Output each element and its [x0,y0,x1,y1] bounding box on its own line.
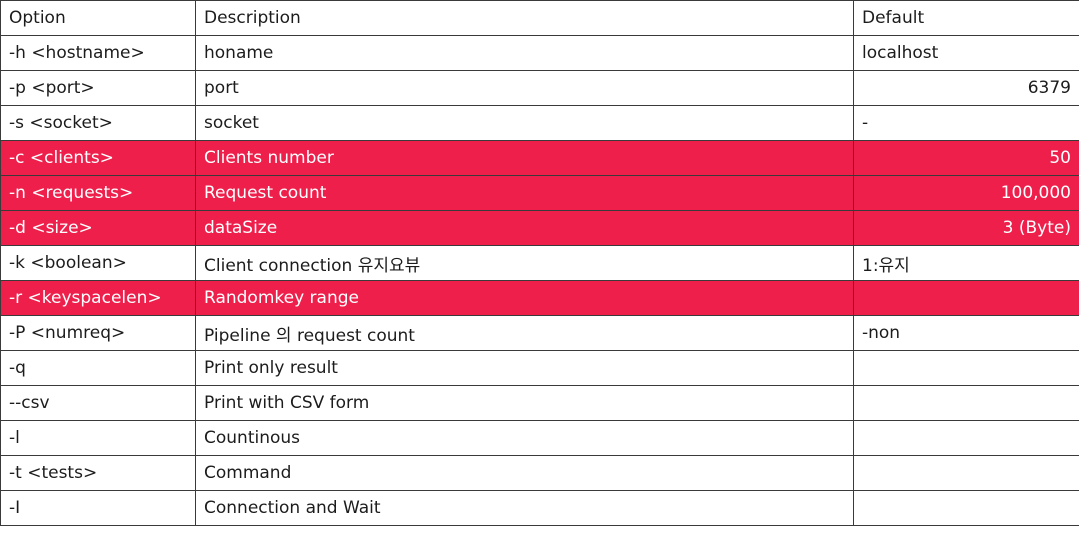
default-cell [853,280,1079,316]
header-description: Description [195,0,854,36]
default-cell: 1:유지 [853,245,1079,281]
description-cell: Clients number [195,140,854,176]
option-cell: -t <tests> [0,455,196,491]
description-cell: dataSize [195,210,854,246]
default-cell: 100,000 [853,175,1079,211]
option-cell: -r <keyspacelen> [0,280,196,316]
description-cell: honame [195,35,854,71]
options-table-body: Option Description Default -h <hostname>… [0,0,1079,526]
default-cell: 50 [853,140,1079,176]
description-cell: Command [195,455,854,491]
default-cell: - [853,105,1079,141]
default-cell: localhost [853,35,1079,71]
option-cell: -I [0,490,196,526]
description-cell: Pipeline 의 request count [195,315,854,351]
default-cell [853,490,1079,526]
option-cell: -c <clients> [0,140,196,176]
default-cell: -non [853,315,1079,351]
table-header-row: Option Description Default [0,0,1079,36]
description-cell: Print with CSV form [195,385,854,421]
default-cell [853,350,1079,386]
description-cell: Print only result [195,350,854,386]
default-cell: 3 (Byte) [853,210,1079,246]
description-cell: Client connection 유지요뷰 [195,245,854,281]
description-cell: Countinous [195,420,854,456]
option-cell: --csv [0,385,196,421]
default-cell [853,455,1079,491]
options-table: Option Description Default -h <hostname>… [0,0,1079,526]
default-cell: 6379 [853,70,1079,106]
option-cell: -d <size> [0,210,196,246]
option-cell: -q [0,350,196,386]
description-cell: port [195,70,854,106]
option-cell: -h <hostname> [0,35,196,71]
table-row: -r <keyspacelen>Randomkey range [0,280,1079,316]
default-cell [853,385,1079,421]
table-row: -t <tests>Command [0,455,1079,491]
description-cell: Connection and Wait [195,490,854,526]
description-cell: Randomkey range [195,280,854,316]
option-cell: -s <socket> [0,105,196,141]
header-default: Default [853,0,1079,36]
header-option: Option [0,0,196,36]
table-row: -P <numreq>Pipeline 의 request count-non [0,315,1079,351]
option-cell: -l [0,420,196,456]
option-cell: -p <port> [0,70,196,106]
description-cell: socket [195,105,854,141]
option-cell: -P <numreq> [0,315,196,351]
option-cell: -k <boolean> [0,245,196,281]
default-cell [853,420,1079,456]
option-cell: -n <requests> [0,175,196,211]
description-cell: Request count [195,175,854,211]
table-row: -s <socket>socket- [0,105,1079,141]
